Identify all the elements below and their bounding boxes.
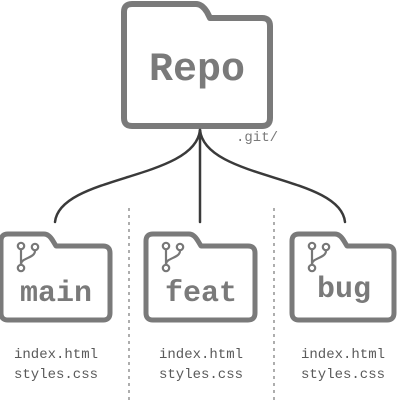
connector-bug [198, 128, 347, 224]
file-name: styles.css [159, 367, 243, 383]
file-name: styles.css [301, 367, 385, 383]
repo-folder: Repo [121, 1, 273, 129]
file-name: index.html [159, 347, 243, 363]
file-name: index.html [301, 347, 385, 363]
git-dir-label: .git/ [236, 130, 278, 146]
repo-label: Repo [149, 48, 245, 93]
connector-main [53, 128, 202, 224]
branch-label-main: main [20, 277, 92, 311]
branch-folder-feat: feat [143, 231, 258, 323]
git-branch-icon [161, 241, 185, 273]
branch-label-feat: feat [165, 277, 237, 311]
branch-folder-main: main [0, 231, 113, 323]
branch-folder-bug: bug [289, 231, 397, 323]
git-branch-icon [307, 241, 331, 273]
git-branch-icon [16, 241, 40, 273]
branch-label-bug: bug [317, 273, 371, 307]
branch-connectors [53, 128, 347, 224]
file-name: styles.css [14, 367, 98, 383]
file-name: index.html [14, 347, 98, 363]
